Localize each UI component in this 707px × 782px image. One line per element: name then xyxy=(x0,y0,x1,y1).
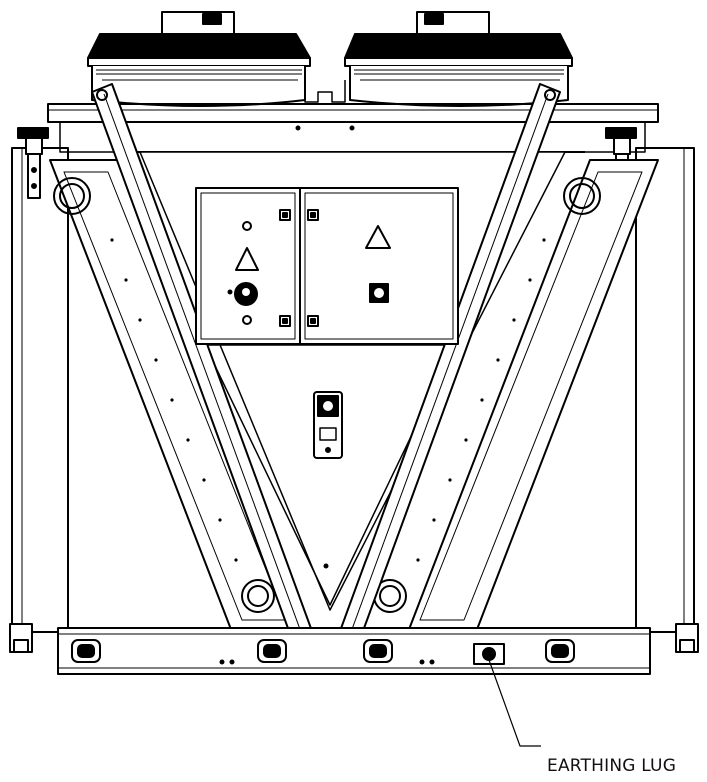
pressure-sensor-icon xyxy=(314,392,342,458)
coil-bolts xyxy=(110,238,546,562)
electrical-panel-left xyxy=(196,188,300,344)
warning-triangle-icon xyxy=(236,248,258,270)
lifting-bracket-left xyxy=(18,128,48,198)
earthing-lug-leader xyxy=(489,660,541,746)
side-panel-right xyxy=(636,148,698,652)
electrical-panel-right xyxy=(300,188,458,344)
top-frame xyxy=(48,104,658,152)
fan-guard-left xyxy=(88,12,310,106)
warning-triangle-icon xyxy=(366,226,390,248)
base-frame xyxy=(58,628,650,674)
earthing-lug-label: EARTHING LUG xyxy=(547,756,677,776)
fan-guard-right xyxy=(345,12,572,106)
isolator-switch-icon xyxy=(370,284,388,302)
control-knob-icon xyxy=(235,283,257,305)
earthing-lug xyxy=(474,644,504,664)
side-panel-left xyxy=(10,148,68,652)
